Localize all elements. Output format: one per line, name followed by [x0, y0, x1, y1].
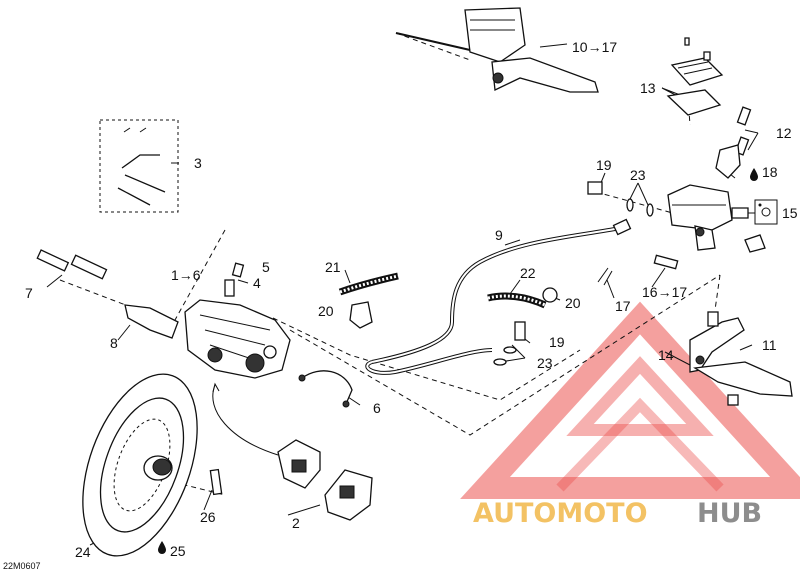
callout-23-upper: 23 [630, 167, 646, 183]
callout-19-lower: 19 [549, 334, 565, 350]
callout-26: 26 [200, 509, 216, 525]
dust-cap [653, 234, 766, 270]
callout-20-right: 20 [565, 295, 581, 311]
callout-15: 15 [782, 205, 798, 221]
drop-icon-disc [158, 541, 166, 554]
callout-9: 9 [495, 227, 503, 243]
callout-17: 17 [615, 298, 631, 314]
callout-20-left: 20 [318, 303, 334, 319]
caliper-hose [298, 370, 353, 408]
callout-11: 11 [762, 337, 777, 353]
hose-clip-left [349, 301, 373, 329]
hose-clip-right [542, 287, 558, 303]
callout-7: 7 [25, 285, 33, 301]
callout-23-lower: 23 [537, 355, 553, 371]
callout-13: 13 [640, 80, 656, 96]
banjo-bolt-lower [493, 321, 526, 366]
bleeder-screw [224, 262, 245, 297]
callout-24: 24 [75, 544, 91, 560]
mounting-screws [715, 106, 752, 179]
callout-21: 21 [325, 259, 341, 275]
callout-3: 3 [194, 155, 202, 171]
callout-1-6: 1→6 [171, 267, 201, 283]
brake-line [365, 218, 632, 375]
master-cylinder-top [395, 7, 599, 93]
diagram-code: 22M0607 [3, 561, 41, 571]
grease-icon [731, 199, 778, 225]
watermark-logo: AUTOMOTO HUB [460, 301, 800, 529]
pin-kit [99, 119, 179, 213]
brake-switch [597, 267, 613, 286]
caliper-bracket [124, 304, 179, 339]
drop-icon [750, 168, 758, 181]
brake-lever-assembly [689, 311, 793, 406]
watermark-text-main: AUTOMOTO [473, 498, 648, 529]
brake-disc [82, 373, 198, 557]
brake-caliper [184, 299, 291, 379]
callout-12: 12 [776, 125, 792, 141]
callout-19-upper: 19 [596, 157, 612, 173]
callout-25: 25 [170, 543, 186, 559]
callout-10-17: 10→17 [572, 39, 617, 55]
callout-14: 14 [658, 347, 674, 363]
callout-16-17: 16→17 [642, 284, 687, 300]
callout-22: 22 [520, 265, 536, 281]
callout-labels: 1→6 2 3 4 5 6 7 8 9 10→17 11 12 13 14 15… [3, 39, 798, 571]
master-cylinder-body [667, 184, 733, 251]
callout-6: 6 [373, 400, 381, 416]
brake-pads [277, 439, 373, 521]
banjo-bolt-upper [587, 181, 654, 217]
watermark-text-hub: HUB [697, 498, 762, 529]
callout-4: 4 [253, 275, 261, 291]
callout-5: 5 [262, 259, 270, 275]
guide-pin [209, 468, 223, 496]
callout-2: 2 [292, 515, 300, 531]
caliper-bolts [36, 249, 108, 280]
protective-spring-right [487, 292, 547, 309]
reservoir-cover [666, 37, 724, 116]
callout-18: 18 [762, 164, 778, 180]
protective-spring [338, 272, 399, 296]
callout-8: 8 [110, 335, 118, 351]
